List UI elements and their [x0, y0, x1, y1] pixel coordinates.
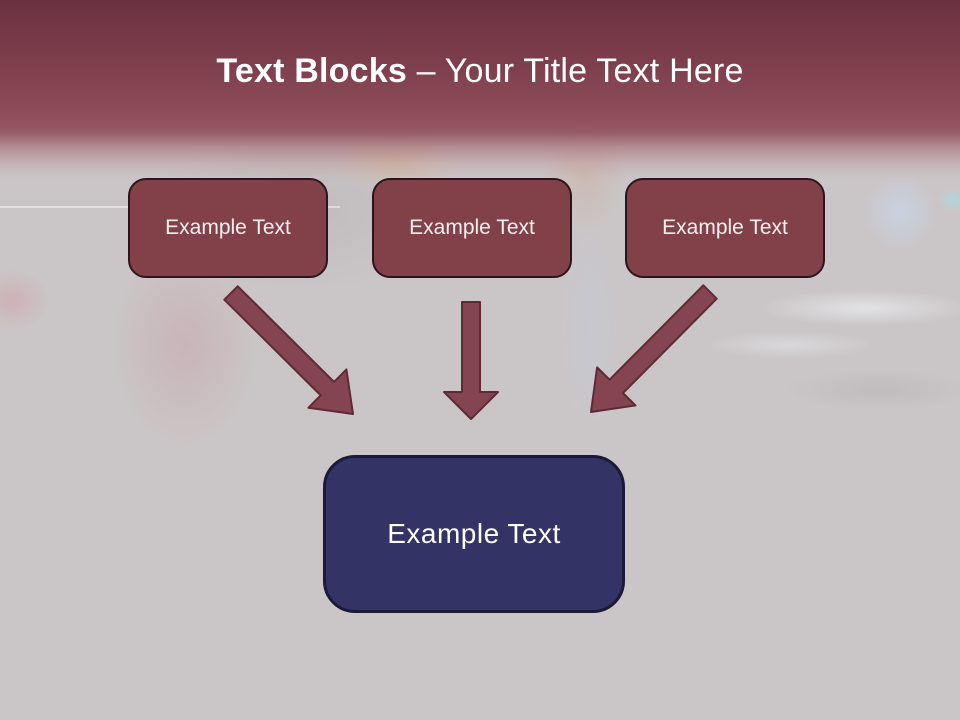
text-block-3: Example Text: [625, 178, 825, 278]
summary-block: Example Text: [323, 455, 625, 613]
text-block-2-label: Example Text: [409, 216, 535, 239]
summary-block-label: Example Text: [387, 518, 561, 549]
text-block-1: Example Text: [128, 178, 328, 278]
text-block-2: Example Text: [372, 178, 572, 278]
text-block-1-label: Example Text: [165, 216, 291, 239]
text-block-3-label: Example Text: [662, 216, 788, 239]
slide-title: Text Blocks – Your Title Text Here: [0, 54, 960, 88]
header-band: Text Blocks – Your Title Text Here: [0, 0, 960, 178]
slide-title-regular: – Your Title Text Here: [406, 52, 744, 90]
slide-title-bold: Text Blocks: [216, 52, 407, 90]
